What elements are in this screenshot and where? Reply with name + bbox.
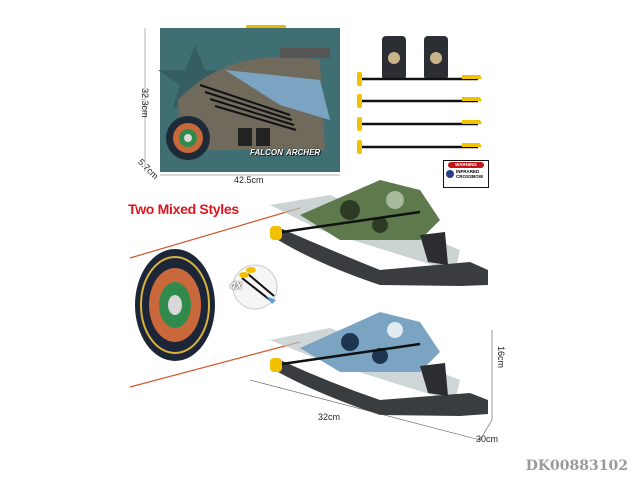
product-length-label: 32cm: [318, 412, 341, 422]
product-height-label: 16cm: [496, 346, 506, 369]
dartboard-target: [135, 249, 215, 361]
product-width-label: 30cm: [476, 434, 499, 444]
crossbow-blue-camo: [270, 312, 488, 416]
target-canisters: [382, 36, 448, 80]
laser-beam: [129, 207, 301, 259]
brand-sub: ARCHER: [285, 148, 321, 157]
package-brand: FALCON ARCHER: [250, 146, 320, 158]
arrow-quantity-badge: [232, 264, 278, 310]
arrow-count: 4X: [230, 281, 243, 292]
warning-title: WARNING: [448, 162, 484, 168]
package-height-label: 32.3cm: [140, 88, 150, 118]
warning-line2: CROSSBOW: [456, 174, 483, 179]
package-width-label: 42.5cm: [234, 175, 264, 185]
headline: Two Mixed Styles: [128, 201, 239, 217]
dimension-lines: [249, 330, 493, 441]
arrows-set: [357, 72, 482, 154]
brand-name: FALCON: [250, 148, 283, 157]
laser-beam: [129, 341, 301, 388]
crossbow-green-camo: [270, 180, 488, 286]
warning-line1: INFRARED: [456, 169, 480, 174]
sku-code: DK00883102: [525, 458, 628, 474]
warning-emblem-icon: [446, 170, 454, 178]
package-box: [144, 25, 340, 176]
